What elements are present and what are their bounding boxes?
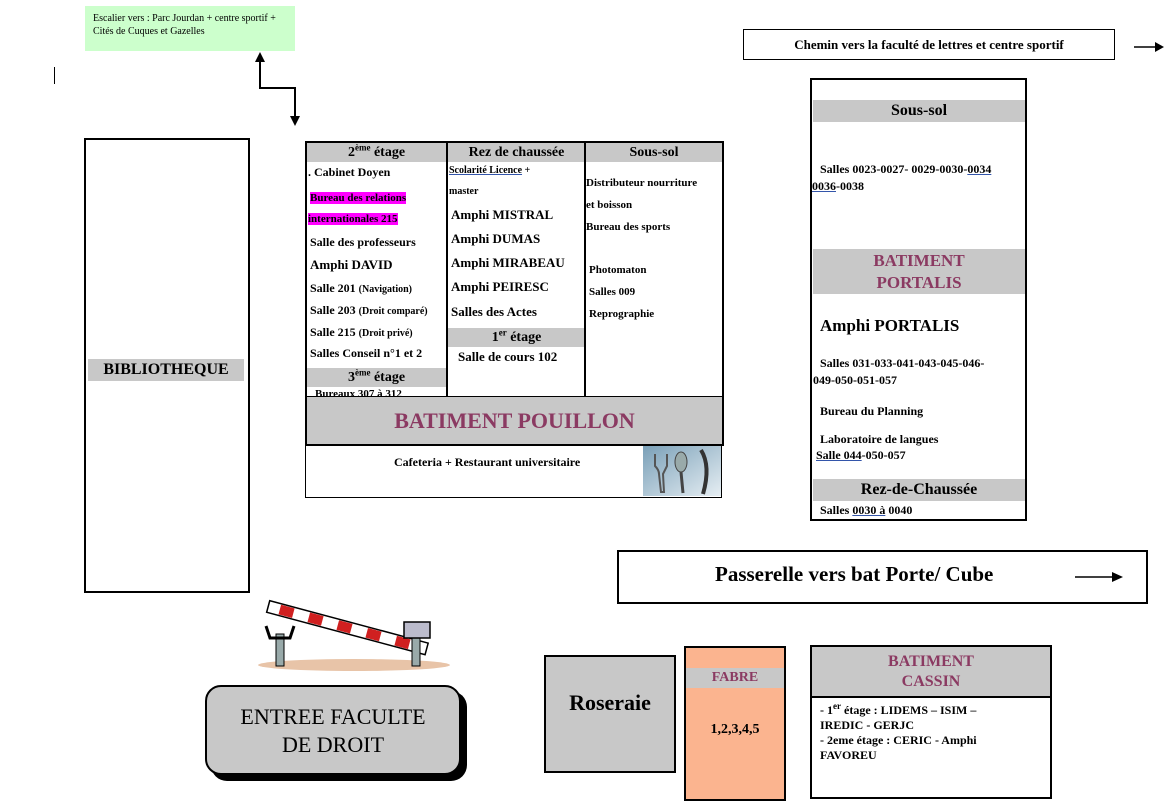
- room-item: Salles Conseil n°1 et 2: [310, 346, 423, 360]
- bibliotheque-label: BIBLIOTHEQUE: [88, 359, 244, 381]
- bibliotheque-building: BIBLIOTHEQUE: [84, 138, 250, 593]
- cassin-title: BATIMENT CASSIN: [812, 647, 1050, 698]
- room-item: Salles des Actes: [451, 304, 537, 319]
- pouillon-3eme-head: 3ème étage: [307, 368, 446, 387]
- arrow-right-icon: [1134, 42, 1164, 52]
- pouillon-building: 2ème étage . Cabinet Doyen Bureau des re…: [305, 141, 724, 446]
- room-item: Laboratoire de langues: [820, 432, 939, 446]
- pouillon-title: BATIMENT POUILLON: [307, 396, 722, 444]
- room-item: Salle 044-050-057: [816, 448, 906, 462]
- roseraie: Roseraie: [544, 655, 676, 773]
- room-item: Amphi DAVID: [310, 257, 393, 272]
- room-item: Distributeur nourriture: [586, 177, 698, 189]
- entrance-sign: ENTREE FACULTE DE DROIT: [205, 685, 461, 775]
- pouillon-1er-head: 1er étage: [448, 328, 585, 347]
- cassin-building: BATIMENT CASSIN - 1er étage : LIDEMS – I…: [810, 645, 1052, 799]
- room-item: Salle 215 (Droit privé): [310, 325, 413, 339]
- room-item: Salles 009: [589, 286, 636, 298]
- room-item: Reprographie: [589, 308, 655, 320]
- room-item: Salles 0030 à 0040: [820, 503, 913, 517]
- portalis-soussol-head: Sous-sol: [813, 100, 1025, 122]
- room-item: Salles 031-033-041-043-045-046-: [820, 356, 985, 370]
- cassin-floors: - 1er étage : LIDEMS – ISIM – IREDIC - G…: [820, 701, 977, 763]
- room-item: master: [449, 186, 479, 197]
- room-item: Amphi PEIRESC: [451, 279, 549, 294]
- room-item: Amphi PORTALIS: [820, 316, 960, 335]
- arrow-right-icon: [1075, 572, 1123, 582]
- room-item: Amphi DUMAS: [451, 231, 541, 246]
- cursor-mark: [54, 67, 55, 84]
- fabre-building: FABRE 1,2,3,4,5: [684, 646, 786, 801]
- room-item: Amphi MISTRAL: [451, 207, 554, 222]
- pouillon-col-soussol: Sous-sol Distributeur nourriture et bois…: [586, 143, 722, 396]
- room-item-cut: Bureaux 307 à 312: [315, 388, 402, 396]
- portalis-rdc-head: Rez-de-Chaussée: [813, 479, 1025, 501]
- path-letters-sign: Chemin vers la faculté de lettres et cen…: [743, 29, 1115, 60]
- passerelle-sign: Passerelle vers bat Porte/ Cube: [617, 550, 1148, 604]
- room-item: et boisson: [586, 199, 633, 211]
- room-item: Bureau des sports: [586, 221, 671, 233]
- room-item: Salle de cours 102: [458, 349, 558, 364]
- cutlery-icon: [643, 446, 721, 496]
- room-item: 0036-0038: [812, 179, 864, 193]
- pouillon-2eme-head: 2ème étage: [307, 143, 446, 162]
- room-item: Bureau du Planning: [820, 404, 924, 418]
- fabre-title: FABRE: [686, 668, 784, 688]
- cafeteria: Cafeteria + Restaurant universitaire: [305, 444, 722, 498]
- portalis-title: BATIMENT PORTALIS: [813, 249, 1025, 294]
- room-item: internationales 215: [308, 213, 398, 225]
- room-item: Amphi MIRABEAU: [451, 255, 565, 270]
- pouillon-rdc-head: Rez de chaussée: [448, 143, 585, 162]
- room-item: . Cabinet Doyen: [308, 165, 391, 179]
- room-item: Salle 201 (Navigation): [310, 281, 413, 295]
- fabre-rooms: 1,2,3,4,5: [710, 722, 760, 737]
- pouillon-soussol-head: Sous-sol: [586, 143, 722, 162]
- room-item: Scolarité Licence +: [449, 165, 531, 176]
- room-item: Bureau des relations: [310, 192, 407, 204]
- pouillon-col-rdc: Rez de chaussée Scolarité Licence + mast…: [448, 143, 585, 396]
- room-item: 049-050-051-057: [813, 373, 897, 387]
- stair-arrow-icon: [255, 52, 300, 126]
- room-item: Photomaton: [589, 264, 647, 276]
- stair-note: Escalier vers : Parc Jourdan + centre sp…: [85, 6, 295, 51]
- portalis-building: Sous-sol Salles 0023-0027- 0029-0030-003…: [810, 78, 1027, 521]
- room-item: Salles 0023-0027- 0029-0030-0034: [820, 162, 992, 176]
- barrier-icon: [258, 599, 450, 671]
- room-item: Salle 203 (Droit comparé): [310, 303, 428, 317]
- pouillon-col-2eme: 2ème étage . Cabinet Doyen Bureau des re…: [307, 143, 446, 396]
- room-item: Salle des professeurs: [310, 235, 416, 249]
